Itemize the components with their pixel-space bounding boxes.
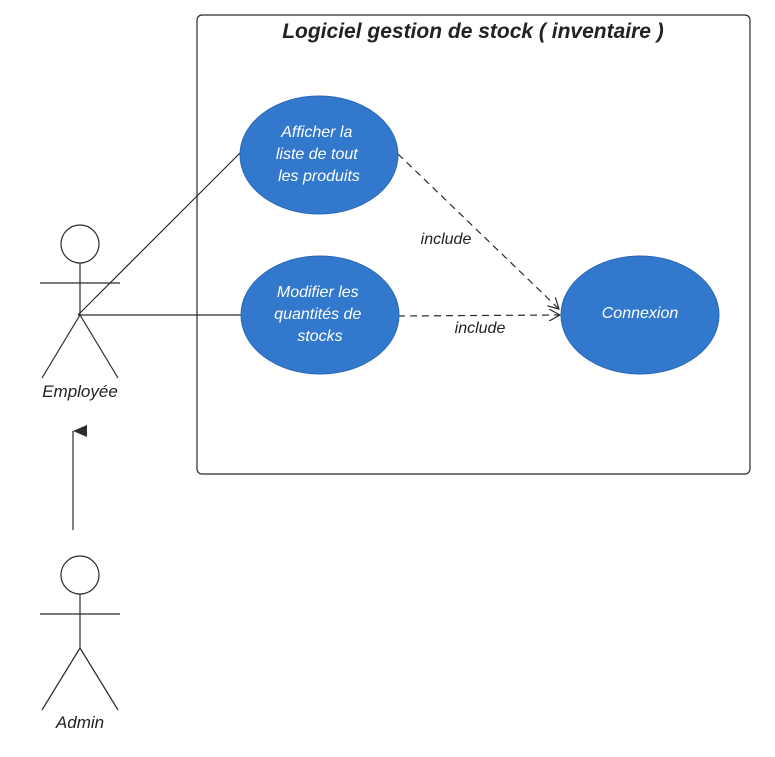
svg-text:Modifier les quantités d: Modifier les quantités de stocks	[274, 284, 366, 345]
system-title: Logiciel gestion de stock ( inventaire )	[282, 20, 664, 43]
association-employee-afficher	[77, 151, 242, 316]
actor-employee: Employée	[40, 224, 120, 401]
include-arrow-afficher-connexion	[397, 153, 559, 309]
use-case-modifier-line-1: Modifier les	[277, 284, 359, 301]
actor-admin: Admin	[40, 555, 120, 732]
actor-admin-head	[60, 555, 100, 595]
use-case-afficher-line-3: les produits	[278, 168, 360, 185]
use-case-modifier: Modifier les quantités de stocks	[240, 255, 400, 375]
include-label-1: include	[421, 231, 472, 248]
actor-employee-head	[60, 224, 100, 264]
actor-admin-label: Admin	[55, 713, 104, 732]
use-case-afficher-line-1: Afficher la	[280, 124, 352, 141]
svg-text:Afficher la liste de tou: Afficher la liste de tout les produits	[276, 124, 362, 185]
use-case-modifier-line-3: stocks	[297, 328, 342, 345]
system-boundary: Logiciel gestion de stock ( inventaire )	[196, 14, 751, 475]
actor-employee-label: Employée	[42, 382, 118, 401]
use-case-connexion-label: Connexion	[602, 305, 679, 322]
include-label-2: include	[455, 320, 506, 337]
use-case-afficher: Afficher la liste de tout les produits	[239, 95, 399, 215]
use-case-connexion: Connexion	[560, 255, 720, 375]
include-arrow-modifier-connexion	[397, 315, 560, 316]
use-case-afficher-line-2: liste de tout	[276, 146, 358, 163]
use-case-modifier-line-2: quantités de	[274, 306, 361, 323]
